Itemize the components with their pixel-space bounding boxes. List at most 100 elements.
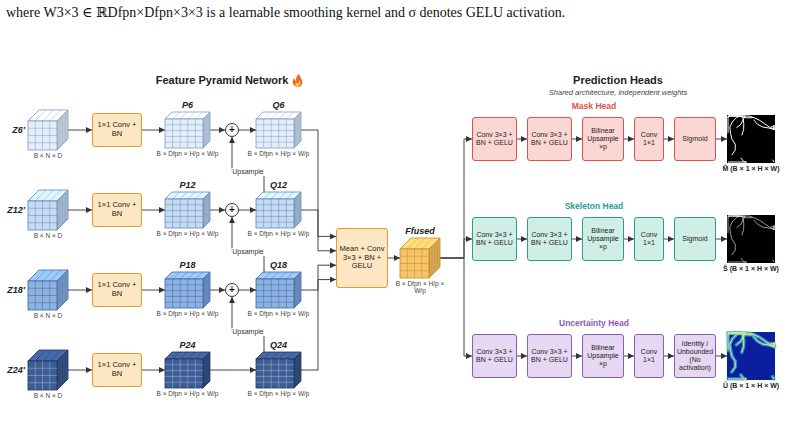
box-label: Conv 1×1 (635, 129, 663, 149)
box-label: Bilinear Upsample ×p (583, 125, 623, 153)
box-label: + (229, 125, 235, 135)
tensor-name: Ffused (405, 226, 435, 236)
box-label: + (229, 285, 235, 295)
flow-arrow (716, 356, 727, 357)
output-image (727, 115, 775, 163)
sum-node: + (225, 283, 239, 297)
feature-map: Q12B × Dfpn × H/p × W/p (256, 192, 301, 228)
head-layer-box: Bilinear Upsample ×p (582, 217, 624, 261)
tensor-name: Z12′ (7, 205, 25, 215)
flow-arrow (440, 239, 472, 258)
box-label: Bilinear Upsample ×p (583, 225, 623, 253)
sum-node: + (225, 123, 239, 137)
flow-arrow (664, 356, 674, 357)
edge-label: Upsample (231, 168, 265, 176)
box-label: Conv 1×1 (635, 229, 663, 249)
tensor-block (165, 112, 210, 148)
shape-label: Ŝ (B × 1 × H × W) (723, 265, 779, 273)
sum-node: + (225, 203, 239, 217)
conv-box: 1×1 Conv + BN (92, 113, 142, 147)
shape-label: B × N × D (34, 392, 63, 399)
tensor-name: Q12 (270, 180, 287, 190)
box-label: Sigmoid (680, 133, 709, 145)
flow-arrow (388, 258, 400, 259)
flow-arrow (517, 139, 527, 140)
flow-arrow (68, 130, 92, 131)
panel-subtitle: Shared architecture, independent weights (549, 88, 687, 97)
output-map: Ŝ (B × 1 × H × W) (727, 215, 775, 263)
head-layer-box: Conv 3×3 + BN + GELU (527, 334, 572, 378)
head-layer-box: Conv 3×3 + BN + GELU (472, 217, 517, 261)
tensor-block (256, 352, 301, 388)
flow-arrow (716, 139, 727, 140)
head-layer-box: Sigmoid (674, 117, 716, 161)
tensor-name: Q6 (272, 100, 284, 110)
conv-box: 1×1 Conv + BN (92, 193, 142, 227)
box-label: Identity / Unbounded (No activation) (675, 338, 715, 374)
head-layer-box: Sigmoid (674, 217, 716, 261)
box-label: Mean + Conv 3×3 + BN + GELU (337, 243, 387, 273)
shape-label: B × N × D (34, 152, 63, 159)
box-label: Sigmoid (680, 233, 709, 245)
feature-map: P12B × Dfpn × H/p × W/p (165, 192, 210, 228)
tensor-name: Q18 (270, 260, 287, 270)
flow-arrow (301, 280, 336, 370)
flow-arrow (210, 290, 225, 291)
flow-arrow (142, 370, 165, 371)
tensor-block (165, 272, 210, 308)
conv-box: 1×1 Conv + BN (92, 353, 142, 387)
box-label: 1×1 Conv + BN (93, 359, 141, 380)
flow-arrow (572, 356, 582, 357)
input-tensor: Z12′B × N × D (28, 190, 68, 230)
conv-box: 1×1 Conv + BN (92, 273, 142, 307)
tensor-block (256, 112, 301, 148)
head-layer-box: Conv 3×3 + BN + GELU (472, 117, 517, 161)
box-label: Conv 1×1 (635, 346, 663, 366)
box-label: Conv 3×3 + BN + GELU (473, 346, 516, 366)
flow-arrow (664, 239, 674, 240)
flow-arrow (142, 290, 165, 291)
shape-label: B × Dfpn × H/p × W/p (248, 310, 310, 317)
head-layer-box: Conv 3×3 + BN + GELU (472, 334, 517, 378)
flow-arrow (517, 239, 527, 240)
tensor-name: Q24 (270, 340, 287, 350)
shape-label: B × Dfpn × H/p × W/p (157, 230, 219, 237)
tensor-block (165, 192, 210, 228)
tensor-block (28, 110, 68, 150)
tensor-name: Z18′ (7, 285, 25, 295)
feature-map: Q18B × Dfpn × H/p × W/p (256, 272, 301, 308)
fused-tensor: FfusedB × Dfpn × H/p × W/p (400, 238, 440, 278)
flow-arrow (572, 139, 582, 140)
box-label: + (229, 205, 235, 215)
shape-label: B × N × D (34, 312, 63, 319)
head-layer-box: Bilinear Upsample ×p (582, 334, 624, 378)
paper-text: where W3×3 ∈ ℝDfpn×Dfpn×3×3 is a learnab… (6, 4, 784, 22)
flow-arrow (68, 370, 92, 371)
flow-arrow (716, 239, 727, 240)
edge-label: Upsample (231, 248, 265, 256)
tensor-block (256, 272, 301, 308)
shape-label: B × Dfpn × H/p × W/p (157, 150, 219, 157)
flow-arrow (440, 258, 472, 356)
flow-arrow (624, 356, 634, 357)
flow-arrow (664, 139, 674, 140)
box-label: 1×1 Conv + BN (93, 119, 141, 140)
head-layer-box: Conv 3×3 + BN + GELU (527, 117, 572, 161)
feature-map: Q6B × Dfpn × H/p × W/p (256, 112, 301, 148)
box-label: Conv 3×3 + BN + GELU (528, 346, 571, 366)
tensor-block (28, 350, 68, 390)
tensor-name: P6 (182, 100, 193, 110)
shape-label: Û (B × 1 × H × W) (723, 382, 779, 390)
head-title: Skeleton Head (565, 201, 624, 211)
feature-map: P18B × Dfpn × H/p × W/p (165, 272, 210, 308)
output-map: Û (B × 1 × H × W) (727, 332, 775, 380)
head-layer-box: Conv 1×1 (634, 117, 664, 161)
flow-arrow (142, 210, 165, 211)
input-tensor: Z6′B × N × D (28, 110, 68, 150)
shape-label: B × Dfpn × H/p × W/p (248, 230, 310, 237)
output-image (727, 332, 775, 380)
shape-label: B × Dfpn × H/p × W/p (248, 390, 310, 397)
flow-arrow (210, 370, 256, 371)
tensor-block (28, 270, 68, 310)
